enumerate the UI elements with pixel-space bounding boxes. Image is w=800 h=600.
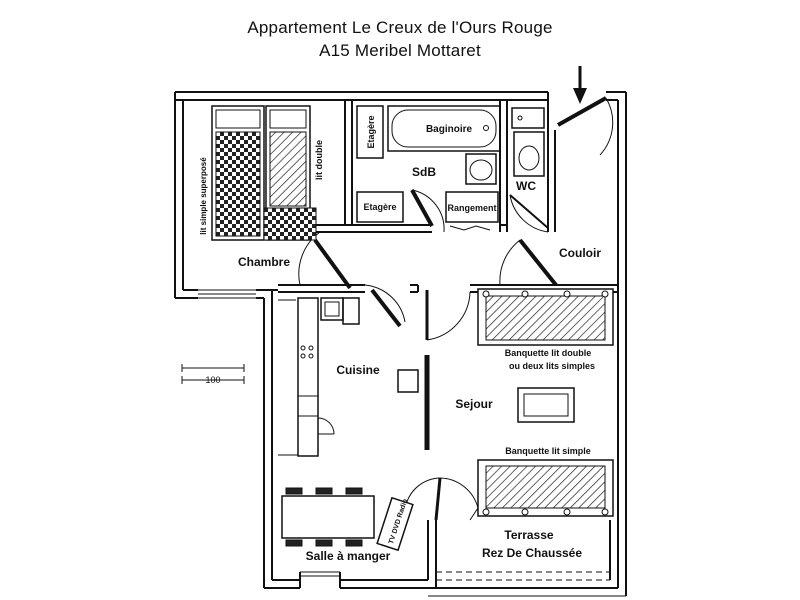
shelf-vertical (356, 105, 384, 159)
sofa-bed-single (477, 459, 614, 517)
double-bed (263, 105, 317, 241)
room-sdb: SdB (412, 165, 436, 179)
shelf (356, 191, 404, 223)
room-chambre: Chambre (238, 255, 290, 269)
bunk-bed-label: lit simple superposé (199, 157, 208, 235)
room-salle-a-manger: Salle à manger (306, 549, 391, 563)
toilet (511, 107, 545, 177)
room-cuisine: Cuisine (336, 363, 380, 377)
terrace-label-1: Terrasse (504, 528, 553, 542)
coffee-table (517, 387, 575, 423)
scale-bar (181, 364, 245, 384)
dining-table (281, 487, 375, 547)
double-bed-label: lit double (314, 140, 324, 180)
room-wc: WC (516, 179, 536, 193)
exterior-walls (174, 91, 627, 597)
room-sejour: Sejour (455, 397, 493, 411)
doors (298, 96, 614, 521)
sofa-bed-double (477, 288, 614, 346)
bathtub-label: Baginoire (426, 124, 473, 135)
entrance-arrow-icon (573, 66, 587, 104)
tv-unit (376, 496, 414, 552)
storage (445, 191, 499, 223)
kitchen-table-small (397, 369, 419, 393)
plan-subtitle: A15 Meribel Mottaret (319, 41, 481, 60)
room-couloir: Couloir (559, 246, 601, 260)
sofa-double-label-2: ou deux lits simples (509, 361, 595, 371)
storage-curtain (449, 225, 491, 231)
storage-label: Rangement (447, 203, 496, 213)
shelf-vertical-label: Etagère (366, 115, 376, 148)
bathtub (387, 105, 501, 152)
scale-label: 100 (205, 375, 220, 385)
sofa-simple-label: Banquette lit simple (505, 446, 591, 456)
sofa-double-label-1: Banquette lit double (505, 348, 592, 358)
sink (465, 153, 497, 185)
terrace-label-2: Rez De Chaussée (482, 546, 582, 560)
kitchen-counter (278, 297, 360, 457)
shelf-label: Etagère (363, 202, 396, 212)
plan-title: Appartement Le Creux de l'Ours Rouge (247, 18, 553, 37)
bunk-bed (211, 105, 265, 241)
